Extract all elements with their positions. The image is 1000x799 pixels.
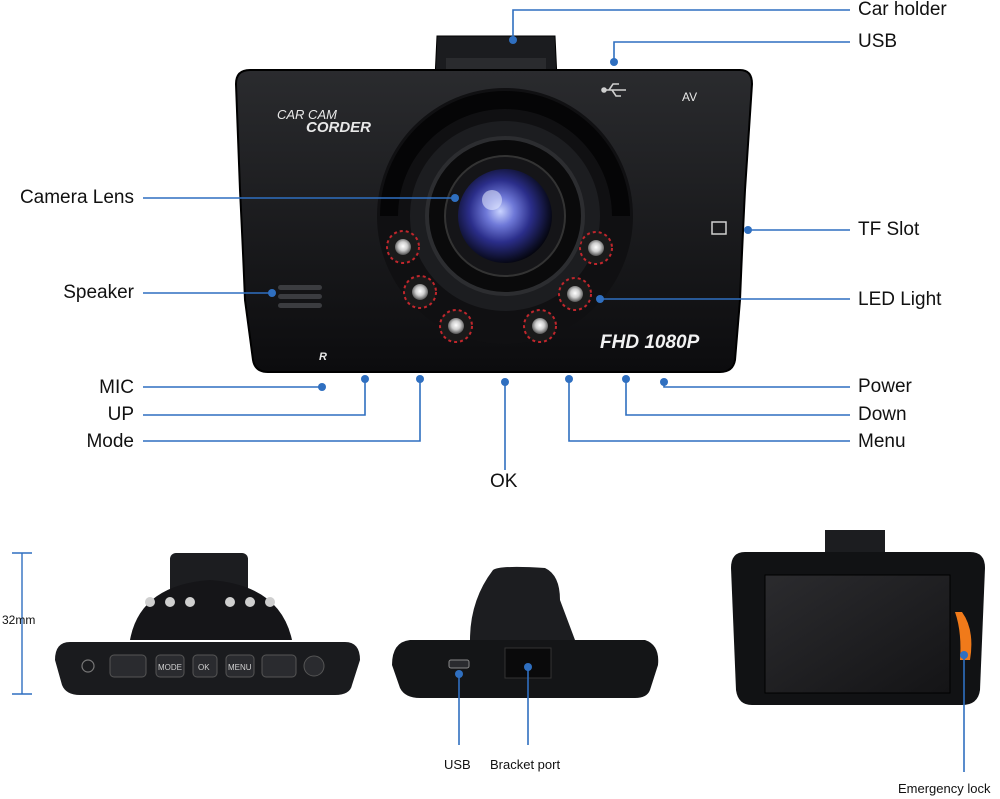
label-down: Down	[858, 404, 907, 425]
rear-view-screen	[731, 530, 985, 705]
label-mic: MIC	[99, 377, 134, 398]
label-bracket-port: Bracket port	[490, 757, 561, 772]
front-view	[234, 35, 754, 373]
label-emergency-lock: Emergency lock	[898, 781, 991, 796]
brand-line1: CAR CAM	[277, 107, 337, 122]
side-view-ports	[392, 566, 659, 698]
emergency-lock-button	[955, 612, 972, 660]
label-power: Power	[858, 376, 912, 397]
button-menu-label: MENU	[228, 663, 252, 672]
label-mode: Mode	[86, 431, 134, 452]
resolution-badge: FHD 1080P	[600, 332, 700, 353]
button-mode-label: MODE	[158, 663, 182, 672]
reset-mark: R	[319, 351, 327, 363]
brand-line2: CORDER	[306, 119, 371, 136]
label-ok: OK	[490, 471, 518, 492]
led-ring	[386, 230, 613, 343]
bottom-view-buttons	[55, 553, 360, 695]
usb-icon	[601, 83, 626, 97]
speaker-grille	[278, 285, 322, 308]
thickness-dimension	[12, 552, 32, 695]
camera-lens	[458, 169, 552, 263]
label-tf-slot: TF Slot	[858, 219, 920, 240]
label-up: UP	[107, 404, 134, 425]
callout-lines	[143, 9, 850, 470]
side-view-callouts	[458, 667, 529, 745]
tf-slot-icon	[711, 221, 727, 235]
label-led-light: LED Light	[858, 289, 942, 310]
label-camera-lens: Camera Lens	[19, 187, 134, 208]
button-ok-label: OK	[198, 663, 210, 672]
label-usb: USB	[858, 31, 898, 52]
label-thickness: 32mm	[2, 613, 36, 627]
label-usb-port: USB	[444, 757, 471, 772]
label-menu: Menu	[858, 431, 906, 452]
callout-dots	[268, 36, 752, 391]
lcd-screen	[764, 574, 951, 694]
av-port-label: AV	[682, 90, 697, 104]
label-speaker: Speaker	[63, 282, 134, 303]
label-car-holder: Car holder	[858, 0, 947, 20]
